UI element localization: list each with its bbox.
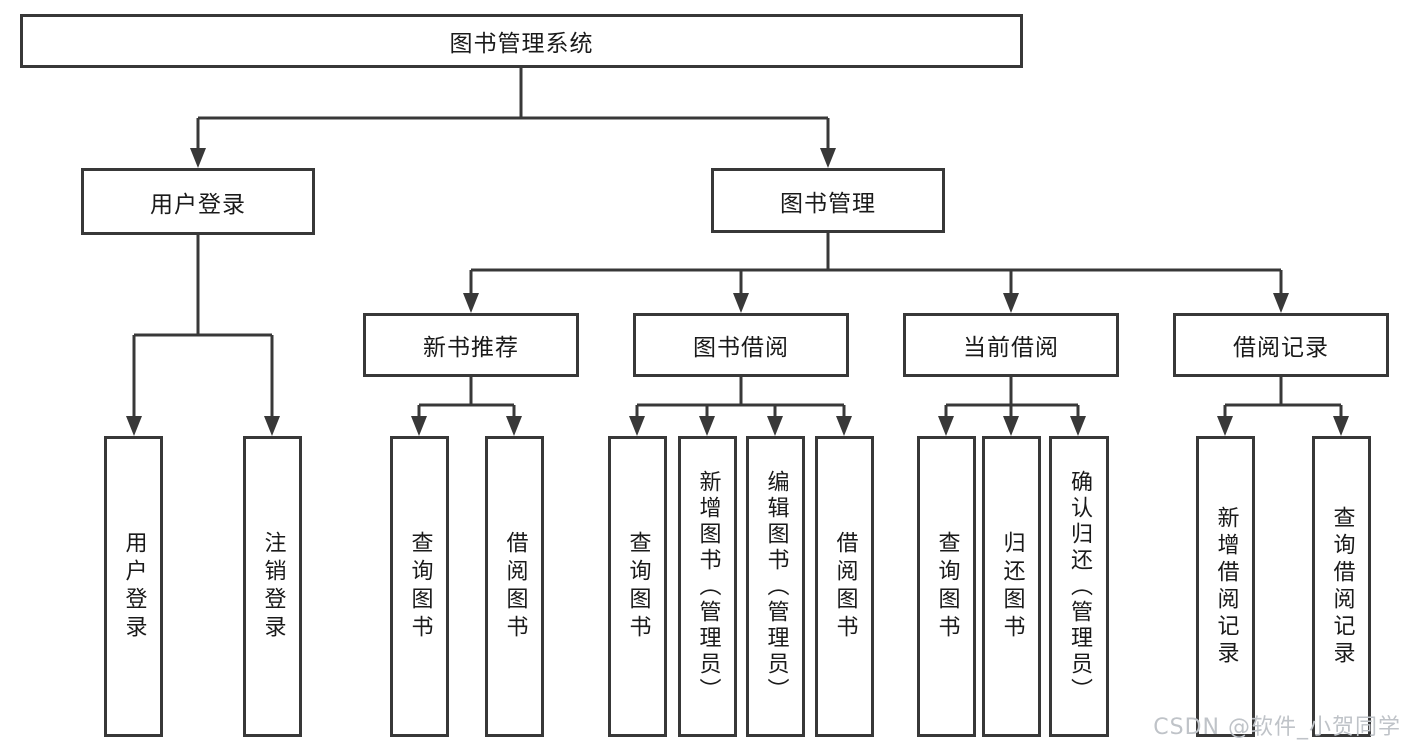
leaf-borrow-books-1: 借阅图书 (485, 436, 544, 737)
leaf-return-books: 归还图书 (982, 436, 1041, 737)
leaf-query-books-1: 查询图书 (390, 436, 449, 737)
node-user-login-branch: 用户登录 (81, 168, 315, 235)
node-current-borrowing: 当前借阅 (903, 313, 1119, 377)
leaf-query-books-2: 查询图书 (608, 436, 667, 737)
watermark: CSDN @软件_小贺同学 (1153, 715, 1401, 740)
node-book-management-branch: 图书管理 (711, 168, 945, 233)
leaf-confirm-return-admin: 确认归还（管理员） (1049, 436, 1109, 737)
leaf-borrow-books-2: 借阅图书 (815, 436, 874, 737)
leaf-query-books-3: 查询图书 (917, 436, 976, 737)
leaf-query-borrow-record: 查询借阅记录 (1312, 436, 1371, 737)
leaf-add-borrow-record: 新增借阅记录 (1196, 436, 1255, 737)
node-book-management-system: 图书管理系统 (20, 14, 1023, 68)
leaf-edit-books-admin: 编辑图书（管理员） (746, 436, 805, 737)
leaf-user-login: 用户登录 (104, 436, 163, 737)
node-new-book-recommend: 新书推荐 (363, 313, 579, 377)
leaf-add-books-admin: 新增图书（管理员） (678, 436, 737, 737)
node-borrowing-records: 借阅记录 (1173, 313, 1389, 377)
node-book-borrowing: 图书借阅 (633, 313, 849, 377)
leaf-logout: 注销登录 (243, 436, 302, 737)
